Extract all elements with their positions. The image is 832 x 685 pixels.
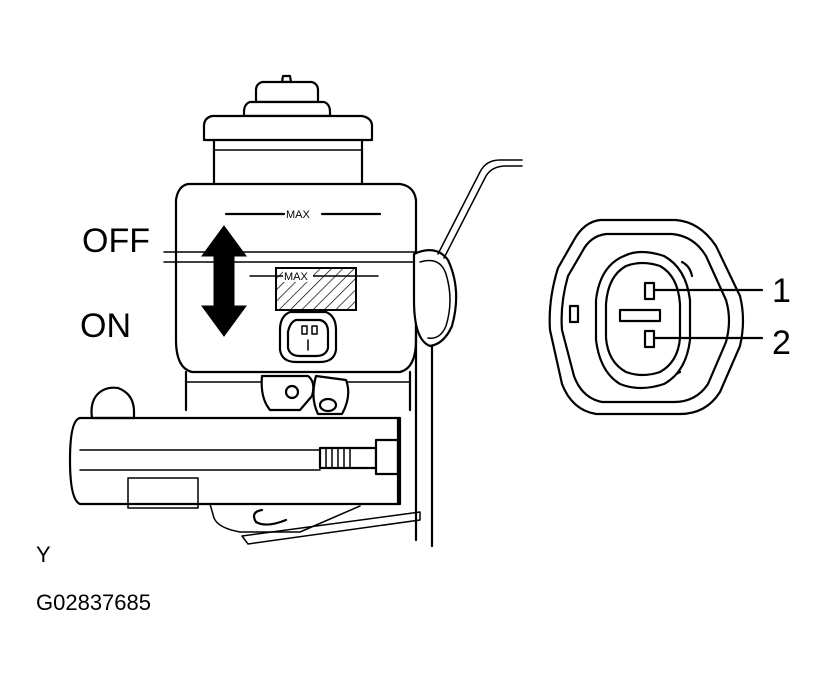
reservoir-neck (212, 138, 364, 186)
pin-2-label: 2 (772, 324, 791, 362)
max-line-upper: MAX (224, 209, 382, 221)
pin-1-label: 1 (772, 272, 791, 310)
double-arrow-vertical-icon (201, 225, 247, 337)
terminal-1 (643, 281, 656, 301)
terminal-key (618, 308, 662, 323)
mounting-bracket (396, 159, 523, 548)
on-label: ON (80, 307, 131, 345)
connector-face (548, 218, 764, 416)
level-switch-connector (278, 310, 338, 364)
max-label-upper: MAX (286, 209, 311, 221)
terminal-2 (643, 329, 656, 349)
master-cylinder (68, 386, 421, 545)
float-block: MAX (275, 267, 357, 311)
figure-code: G02837685 (36, 590, 151, 615)
reservoir-assembly: MAX MAX (68, 74, 523, 548)
off-label: OFF (82, 222, 150, 260)
reservoir-cap (202, 74, 374, 142)
max-label-lower: MAX (284, 271, 309, 283)
view-label: Y (36, 542, 51, 567)
